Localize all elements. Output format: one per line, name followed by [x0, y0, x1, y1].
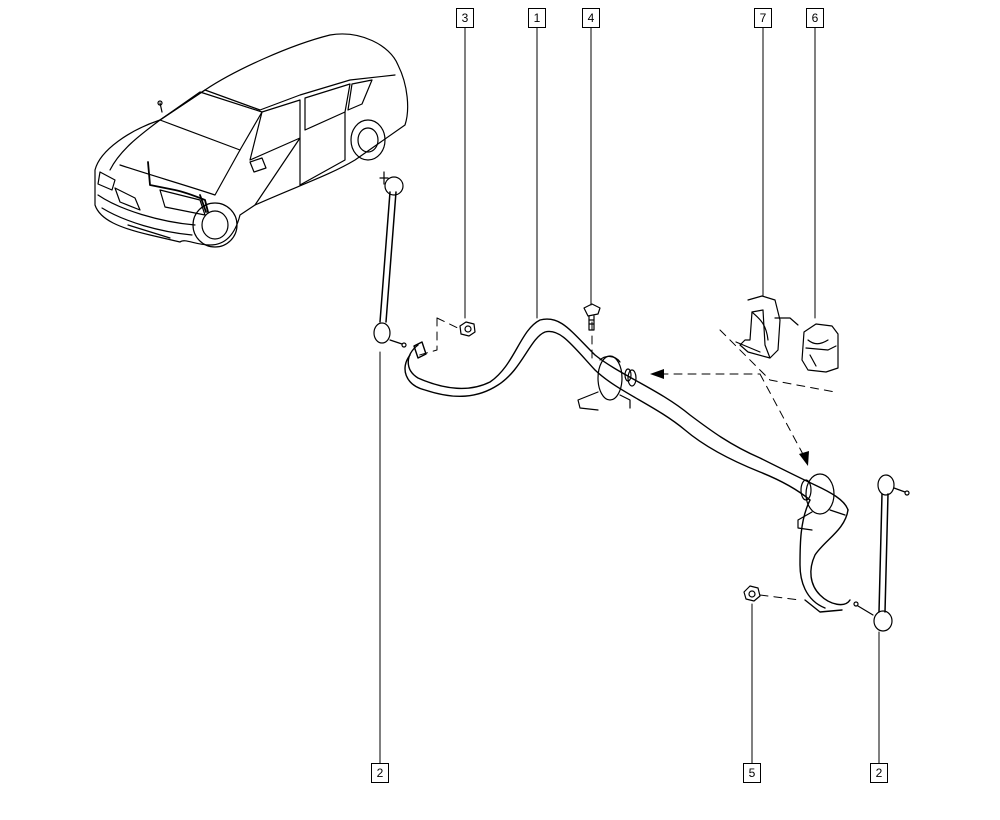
nut-part-3 [459, 321, 476, 337]
bar-bushing-right [797, 473, 846, 531]
bushing-part-6 [801, 323, 839, 373]
callout-3: 3 [456, 8, 474, 28]
car-locator-sketch [94, 33, 409, 248]
callout-6: 6 [806, 8, 824, 28]
callout-5: 5 [743, 763, 761, 783]
callout-2-right: 2 [870, 763, 888, 783]
callout-2-left: 2 [371, 763, 389, 783]
callout-1: 1 [528, 8, 546, 28]
dash-nut-left [415, 317, 438, 357]
arrow-heads [650, 369, 809, 466]
callout-4: 4 [582, 8, 600, 28]
stabilizer-link-left [373, 171, 407, 348]
leader-lines [379, 26, 880, 764]
dash-clamp-right [719, 329, 836, 393]
stabilizer-bar-part-1 [404, 318, 851, 613]
arrow-head-1 [650, 369, 664, 379]
stabilizer-link-right [853, 474, 910, 632]
dash-arrow-2 [759, 373, 806, 459]
bar-bushing-left [577, 355, 637, 411]
nut-part-5 [743, 585, 761, 602]
bolt-part-4 [583, 303, 601, 331]
callout-7: 7 [754, 8, 772, 28]
clamp-bracket-part-7 [735, 295, 799, 359]
assembly-dashed-lines [415, 317, 836, 601]
arrow-head-2 [799, 451, 809, 466]
